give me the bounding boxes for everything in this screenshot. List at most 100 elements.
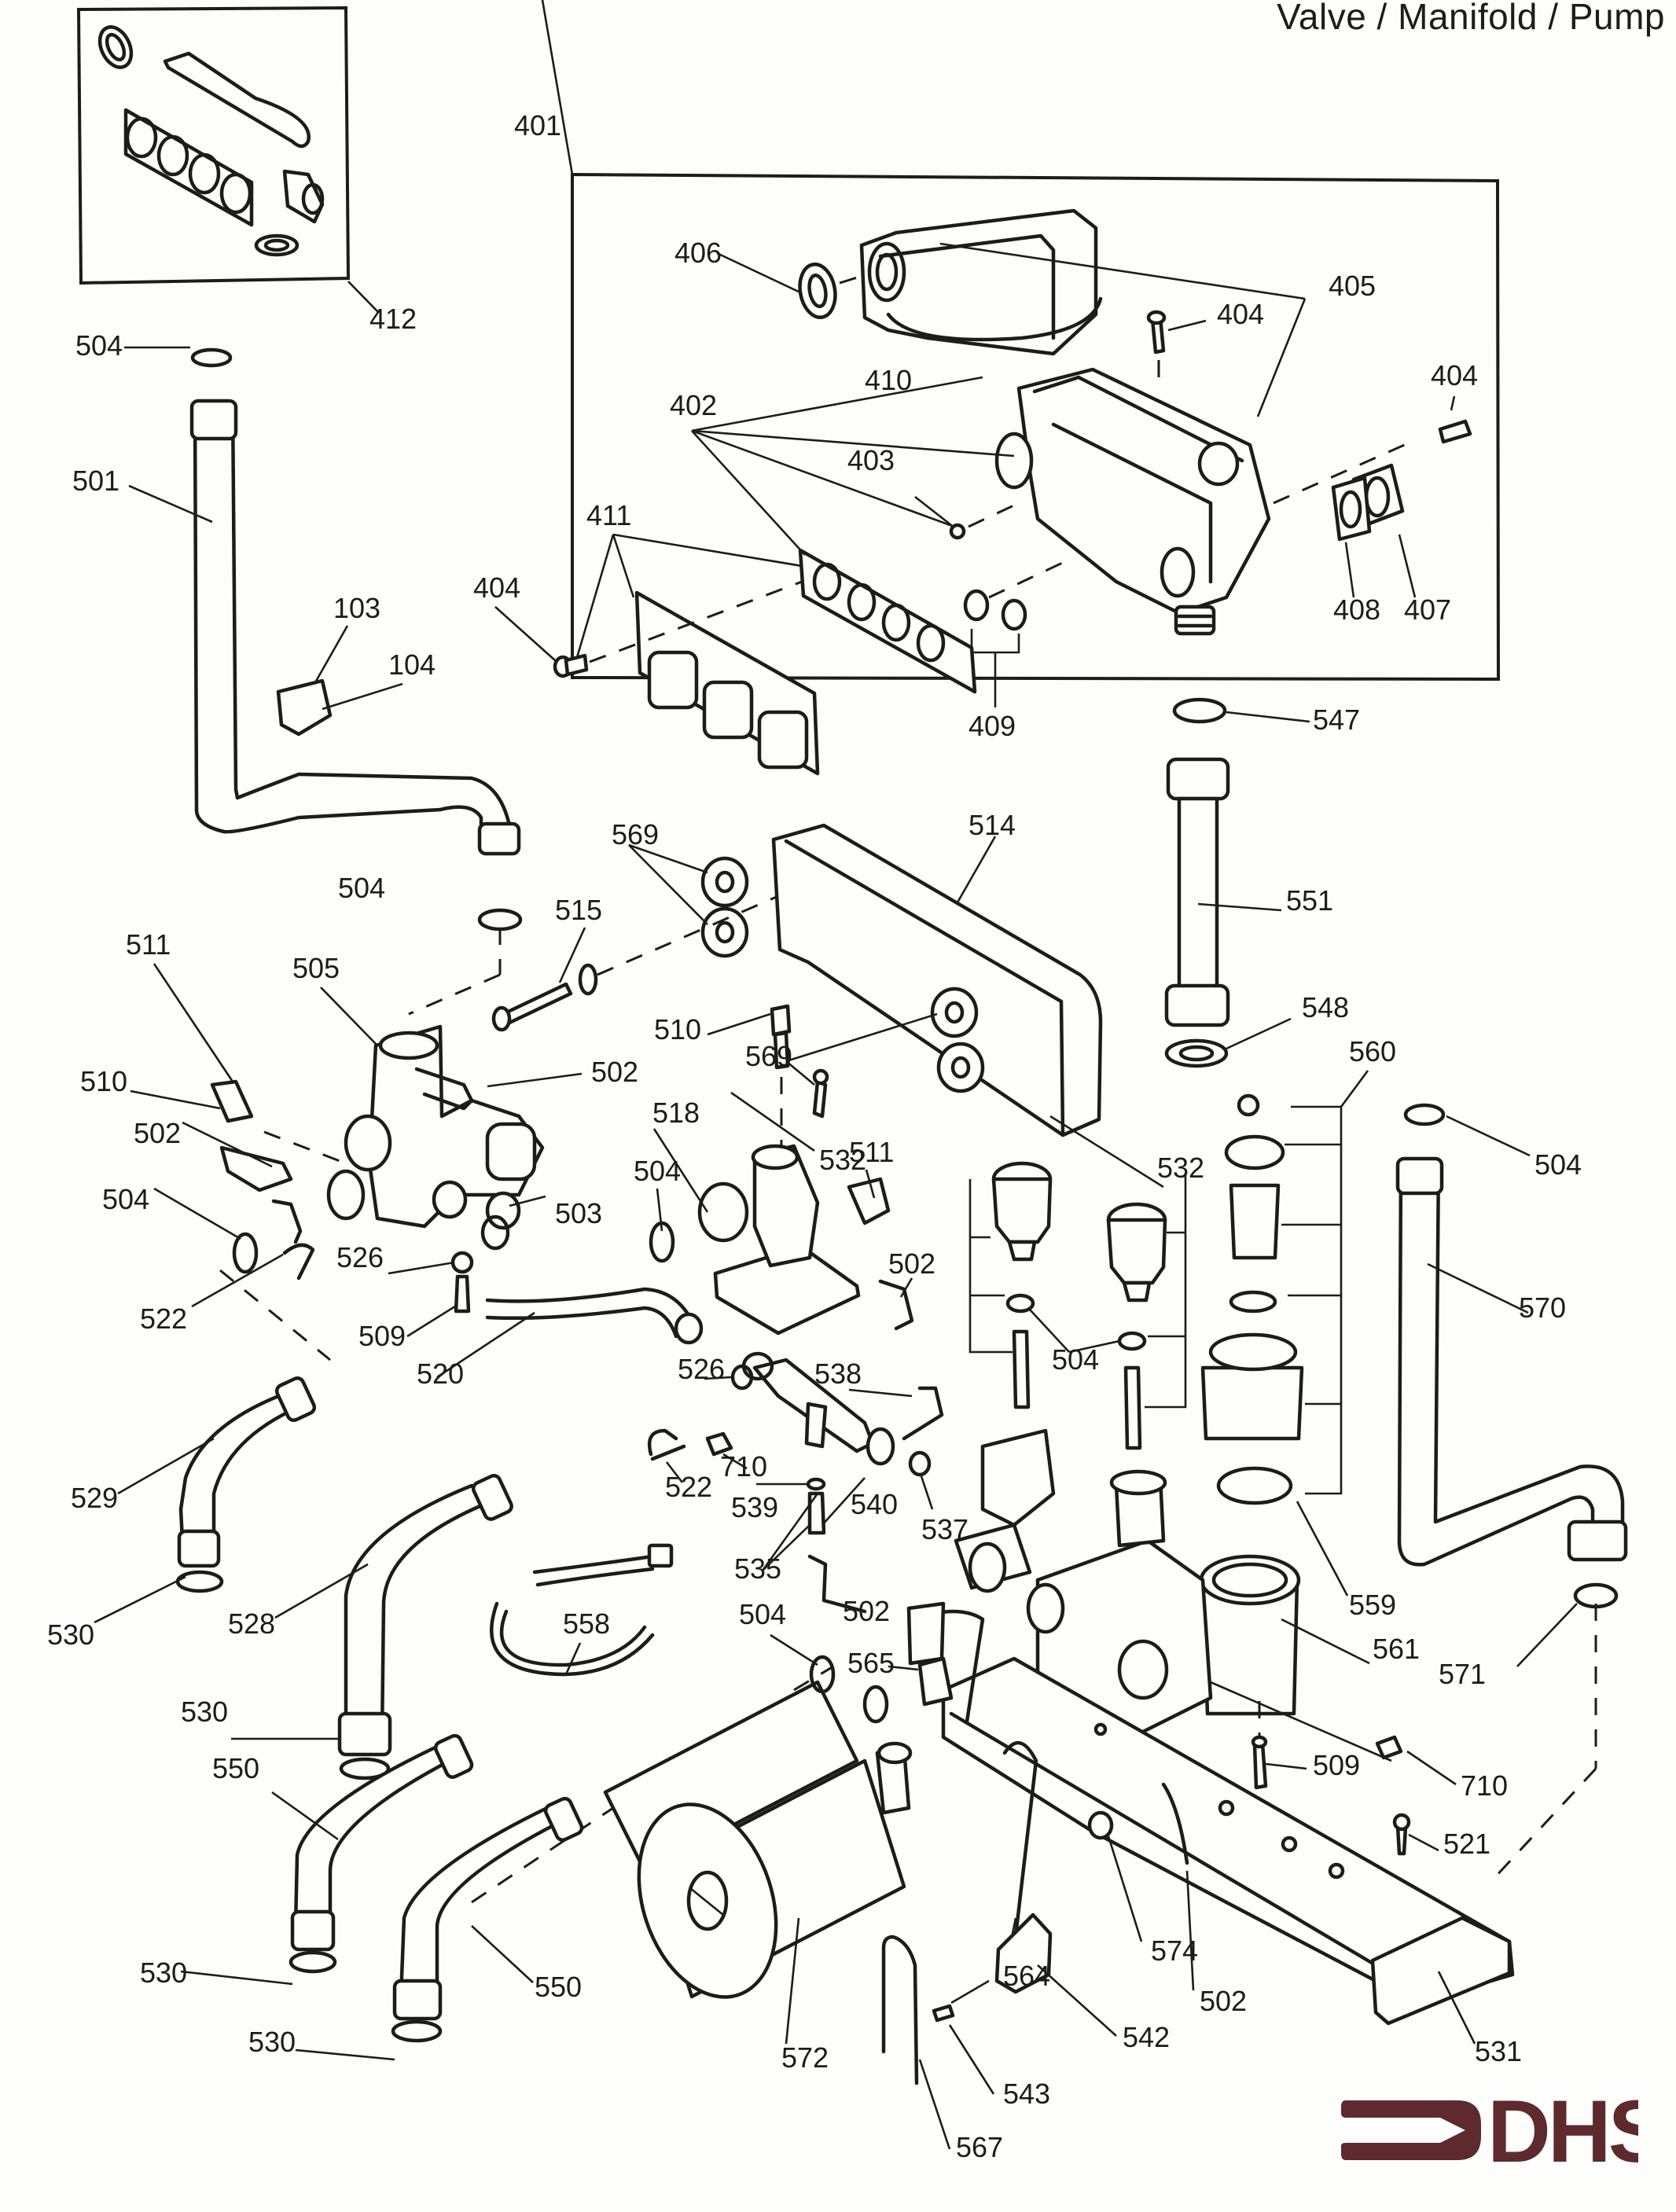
callout-503: 503 <box>555 1197 602 1229</box>
callout-522: 522 <box>140 1303 187 1335</box>
callout-504: 504 <box>1052 1343 1099 1376</box>
callout-528: 528 <box>228 1608 275 1640</box>
callout-501: 501 <box>72 465 119 497</box>
callout-412: 412 <box>369 303 417 335</box>
callout-535: 535 <box>734 1552 781 1585</box>
bolt-515 <box>491 895 779 1032</box>
callout-510: 510 <box>80 1065 127 1097</box>
callout-530: 530 <box>47 1619 94 1651</box>
callout-502: 502 <box>888 1247 935 1280</box>
callout-569: 569 <box>612 818 659 851</box>
callout-569: 569 <box>745 1040 792 1072</box>
callout-511: 511 <box>126 928 171 961</box>
callout-505: 505 <box>292 952 340 984</box>
callout-537: 537 <box>921 1513 968 1545</box>
pipe-570 <box>1395 1103 1628 1880</box>
strainer-560 <box>1200 1070 1369 1597</box>
callout-401: 401 <box>514 109 561 141</box>
pipe-550-b <box>295 1796 584 2061</box>
callout-521: 521 <box>1443 1828 1490 1860</box>
callout-511: 511 <box>849 1136 894 1168</box>
gasket-kit-box <box>76 6 380 314</box>
callout-404: 404 <box>1431 359 1478 391</box>
callout-518: 518 <box>652 1097 700 1129</box>
callout-504: 504 <box>75 329 123 362</box>
callout-558: 558 <box>563 1608 610 1640</box>
callout-567: 567 <box>956 2131 1003 2163</box>
logo-text: DHS <box>1487 2083 1638 2177</box>
valve-518 <box>649 1004 914 1336</box>
callout-103: 103 <box>333 592 380 624</box>
callout-543: 543 <box>1003 2078 1050 2110</box>
callout-574: 574 <box>1151 1935 1198 1967</box>
callout-407: 407 <box>1404 593 1451 626</box>
callout-504: 504 <box>338 872 385 904</box>
callout-526: 526 <box>678 1353 725 1385</box>
callout-509: 509 <box>358 1320 406 1352</box>
pipe-501 <box>124 346 521 856</box>
callout-532: 532 <box>1157 1152 1204 1184</box>
pipe-551 <box>1164 697 1310 1068</box>
callout-561: 561 <box>1373 1633 1420 1665</box>
callout-548: 548 <box>1302 991 1349 1023</box>
callout-710: 710 <box>1461 1769 1508 1802</box>
callout-502: 502 <box>843 1595 890 1627</box>
callout-409: 409 <box>968 710 1016 742</box>
callout-520: 520 <box>417 1358 464 1390</box>
filters-532 <box>968 1115 1187 1450</box>
diverter-538 <box>647 1351 944 1614</box>
callout-542: 542 <box>1123 2021 1170 2053</box>
callout-564: 564 <box>1003 1960 1050 1992</box>
wiring-558 <box>490 1543 674 1677</box>
callout-403: 403 <box>847 444 895 476</box>
callout-504: 504 <box>102 1183 149 1215</box>
valve-block-505 <box>130 908 583 1361</box>
callout-572: 572 <box>781 2041 829 2074</box>
callout-404: 404 <box>1217 298 1264 330</box>
callout-570: 570 <box>1519 1292 1566 1324</box>
callout-509: 509 <box>1313 1749 1360 1781</box>
callout-502: 502 <box>1200 1985 1247 2017</box>
filter-565 <box>888 1656 954 1707</box>
callout-540: 540 <box>851 1488 898 1520</box>
manifold-assembly-box <box>494 0 1501 776</box>
pump-572 <box>471 1633 913 2045</box>
logo-arrow-icon <box>1341 2100 1481 2160</box>
callout-514: 514 <box>968 809 1016 841</box>
callout-538: 538 <box>814 1358 862 1390</box>
callout-571: 571 <box>1439 1658 1486 1690</box>
dhs-logo: DHS <box>1341 2083 1638 2177</box>
callout-408: 408 <box>1333 593 1380 626</box>
callout-551: 551 <box>1286 884 1333 917</box>
callout-550: 550 <box>212 1752 259 1784</box>
callout-530: 530 <box>248 2026 296 2058</box>
callout-410: 410 <box>865 364 912 396</box>
callout-502: 502 <box>134 1117 181 1149</box>
callout-547: 547 <box>1313 704 1360 736</box>
heat-exchanger-514 <box>628 823 1103 1137</box>
callout-532: 532 <box>819 1144 866 1176</box>
callout-526: 526 <box>336 1241 384 1273</box>
callout-504: 504 <box>634 1155 681 1187</box>
callout-515: 515 <box>555 894 602 926</box>
bracket-542 <box>881 1913 1117 2150</box>
callout-411: 411 <box>586 499 631 531</box>
callout-559: 559 <box>1349 1589 1396 1621</box>
callout-530: 530 <box>181 1696 228 1728</box>
main-block-561 <box>954 1428 1457 1786</box>
callout-565: 565 <box>847 1647 895 1679</box>
callout-504: 504 <box>1534 1148 1582 1181</box>
callout-402: 402 <box>670 389 717 421</box>
callout-406: 406 <box>674 237 722 269</box>
pipe-529 <box>94 1376 317 1624</box>
callout-510: 510 <box>654 1013 701 1045</box>
callout-710: 710 <box>720 1450 767 1483</box>
callout-502: 502 <box>591 1056 638 1088</box>
callout-529: 529 <box>71 1482 118 1514</box>
callout-560: 560 <box>1349 1035 1396 1067</box>
page-title: Valve / Manifold / Pump <box>1277 0 1665 37</box>
pipe-550-a <box>180 1733 474 1986</box>
callout-522: 522 <box>665 1471 712 1503</box>
